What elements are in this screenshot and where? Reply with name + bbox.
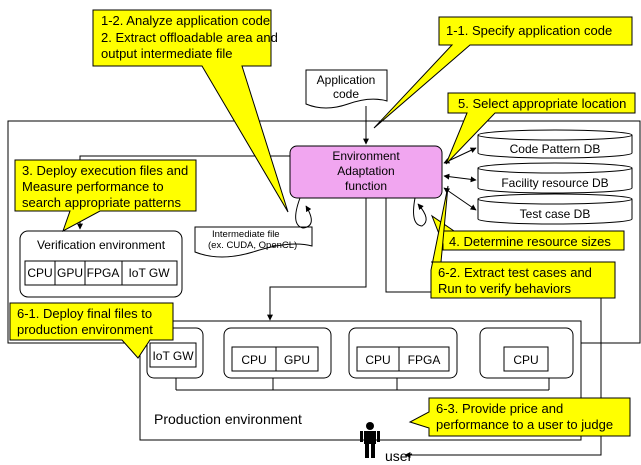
db-code-pattern-label: Code Pattern DB (510, 142, 601, 156)
adaptation-line-1: Environment (332, 149, 400, 163)
callout-specify-line-1: 1-1. Specify application code (446, 23, 612, 38)
callout-price-line-1: 6-3. Provide price and (436, 401, 563, 416)
intermediate-file: Intermediate file (ex. CUDA, OpenCL) (194, 226, 313, 258)
db-code-pattern: Code Pattern DB (477, 129, 633, 159)
callout-analyze: 1-2. Analyze application code 2. Extract… (92, 9, 289, 213)
callout-price: 6-3. Provide price and performance to a … (408, 397, 631, 437)
db-test-case: Test case DB (477, 193, 633, 225)
callout-test-cases-line-1: 6-2. Extract test cases and (438, 265, 592, 280)
adaptation-line-2: Adaptation (337, 164, 394, 178)
callout-deploy-final: 6-1. Deploy final files to production en… (9, 302, 174, 359)
application-code-line-2: code (333, 87, 359, 101)
verification-cell-fpga: FPGA (87, 266, 120, 280)
callout-analyze-line-3: output intermediate file (101, 46, 233, 61)
callout-deploy-measure-line-3: search appropriate patterns (22, 195, 181, 210)
callout-test-cases: 6-2. Extract test cases and Run to verif… (430, 185, 616, 299)
production-cell-gpu: GPU (284, 353, 310, 367)
callout-resource-sizes: 4. Determine resource sizes (430, 214, 625, 251)
callout-analyze-line-2: 2. Extract offloadable area and (101, 30, 278, 45)
db-test-case-label: Test case DB (520, 207, 591, 221)
production-unit-cpu-fpga: CPU FPGA (348, 327, 458, 379)
verification-title: Verification environment (37, 238, 166, 252)
callout-deploy-measure: 3. Deploy execution files and Measure pe… (14, 159, 197, 233)
adaptation-line-3: function (345, 179, 387, 193)
application-code-document: Application code (305, 69, 388, 109)
verification-cell-iotgw: IoT GW (128, 266, 170, 280)
application-code-line-1: Application (317, 73, 376, 87)
production-unit-cpu-gpu: CPU GPU (223, 327, 332, 379)
callout-test-cases-line-2: Run to verify behaviors (438, 281, 571, 296)
production-cell-cpu-3: CPU (513, 353, 538, 367)
verification-cell-cpu: CPU (27, 266, 52, 280)
callout-select-location-line-1: 5. Select appropriate location (458, 96, 626, 111)
intermediate-file-line-2: (ex. CUDA, OpenCL) (208, 240, 297, 251)
production-title: Production environment (154, 411, 302, 427)
adaptation-function: Environment Adaptation function (289, 145, 443, 199)
callout-analyze-line-1: 1-2. Analyze application code (101, 13, 270, 28)
production-cell-cpu: CPU (241, 353, 266, 367)
callout-deploy-final-line-1: 6-1. Deploy final files to (17, 306, 152, 321)
callout-deploy-measure-line-2: Measure performance to (22, 179, 164, 194)
production-cell-fpga: FPGA (408, 353, 441, 367)
callout-deploy-final-line-2: production environment (17, 322, 153, 337)
intermediate-file-line-1: Intermediate file (212, 229, 280, 240)
callout-price-line-2: performance to a user to judge (436, 417, 613, 432)
db-facility-resource-label: Facility resource DB (501, 176, 608, 190)
callout-select-location: 5. Select appropriate location (445, 92, 636, 165)
production-cell-cpu-2: CPU (365, 353, 390, 367)
user-label: user (385, 448, 413, 464)
db-facility-resource: Facility resource DB (477, 162, 633, 194)
callout-resource-sizes-line-1: 4. Determine resource sizes (449, 234, 611, 249)
user-icon (360, 422, 380, 458)
verification-cell-gpu: GPU (57, 266, 83, 280)
verification-environment: Verification environment CPU GPU FPGA Io… (19, 230, 183, 298)
production-cell-iotgw: IoT GW (152, 349, 194, 363)
callout-deploy-measure-line-1: 3. Deploy execution files and (22, 163, 188, 178)
production-unit-cpu: CPU (479, 327, 574, 379)
callout-specify: 1-1. Specify application code (373, 16, 633, 129)
